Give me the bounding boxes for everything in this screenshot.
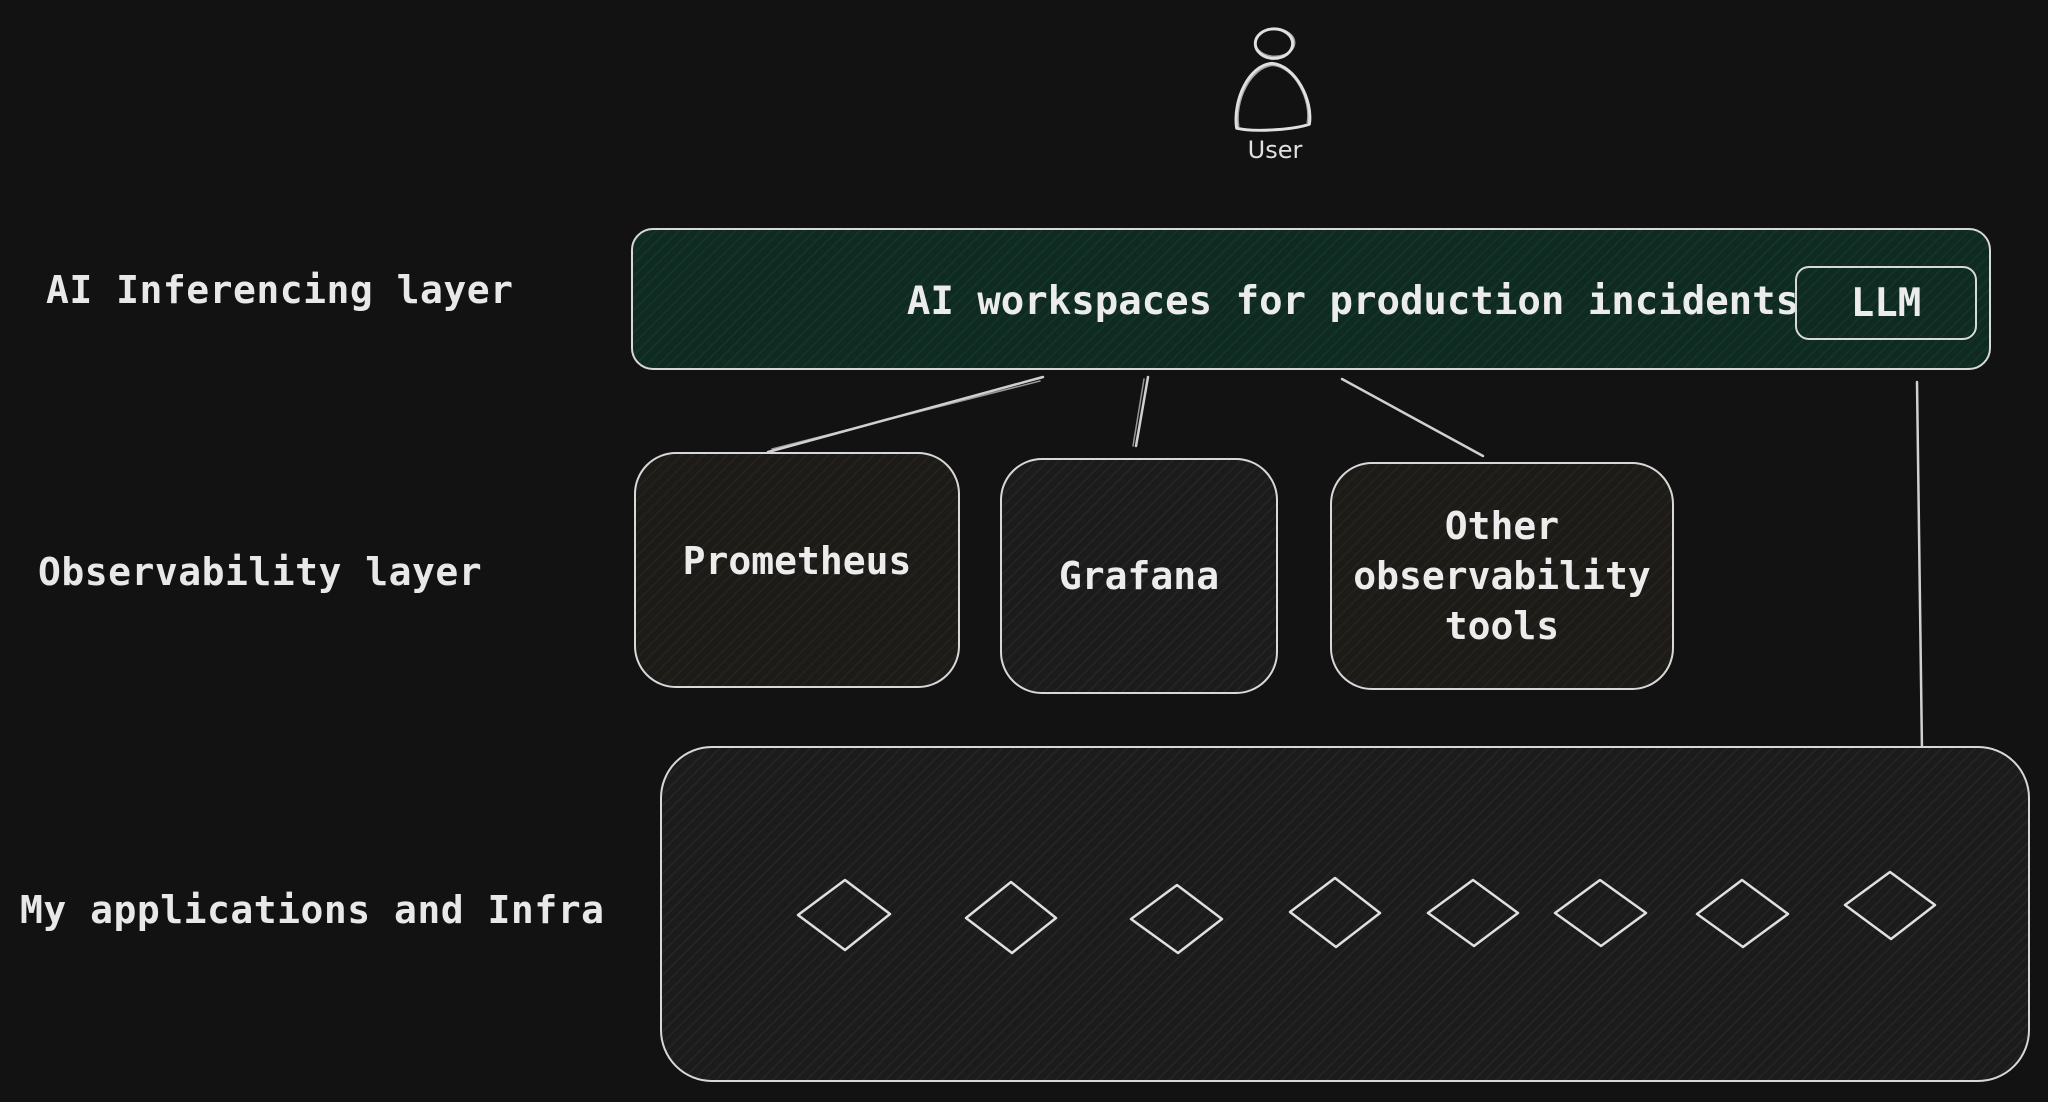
- other-tools-line-2: observability: [1353, 554, 1651, 598]
- grafana-label: Grafana: [1058, 554, 1220, 598]
- other-observability-tools-label: Other observability tools: [1353, 501, 1650, 651]
- layer-label-ai-inferencing: AI Inferencing layer: [46, 268, 514, 312]
- layer-label-applications-infra: My applications and Infra: [20, 888, 605, 932]
- other-observability-tools-box: Other observability tools: [1330, 462, 1674, 690]
- prometheus-label: Prometheus: [682, 539, 912, 583]
- connector-ai-grafana: [1134, 375, 1150, 448]
- connector-llm-infra: [1915, 380, 1924, 754]
- llm-box: LLM: [1795, 266, 1977, 340]
- applications-infra-box: [660, 746, 2030, 1082]
- connector-ai-prometheus-sketch: [771, 380, 1041, 450]
- user-label: User: [1247, 136, 1303, 164]
- ai-workspaces-box: AI workspaces for production incidents L…: [631, 228, 1991, 370]
- connector-ai-prometheus: [766, 375, 1045, 454]
- other-tools-line-1: Other: [1444, 504, 1560, 548]
- connector-ai-other: [1340, 377, 1485, 458]
- connector-ai-grafana-sketch: [1132, 378, 1145, 447]
- llm-label: LLM: [1850, 280, 1922, 326]
- grafana-box: Grafana: [1000, 458, 1278, 694]
- layer-label-observability: Observability layer: [38, 550, 483, 594]
- ai-workspaces-label: AI workspaces for production incidents: [906, 278, 1800, 324]
- other-tools-line-3: tools: [1444, 604, 1560, 648]
- prometheus-box: Prometheus: [634, 452, 960, 688]
- user-icon: [1234, 27, 1312, 132]
